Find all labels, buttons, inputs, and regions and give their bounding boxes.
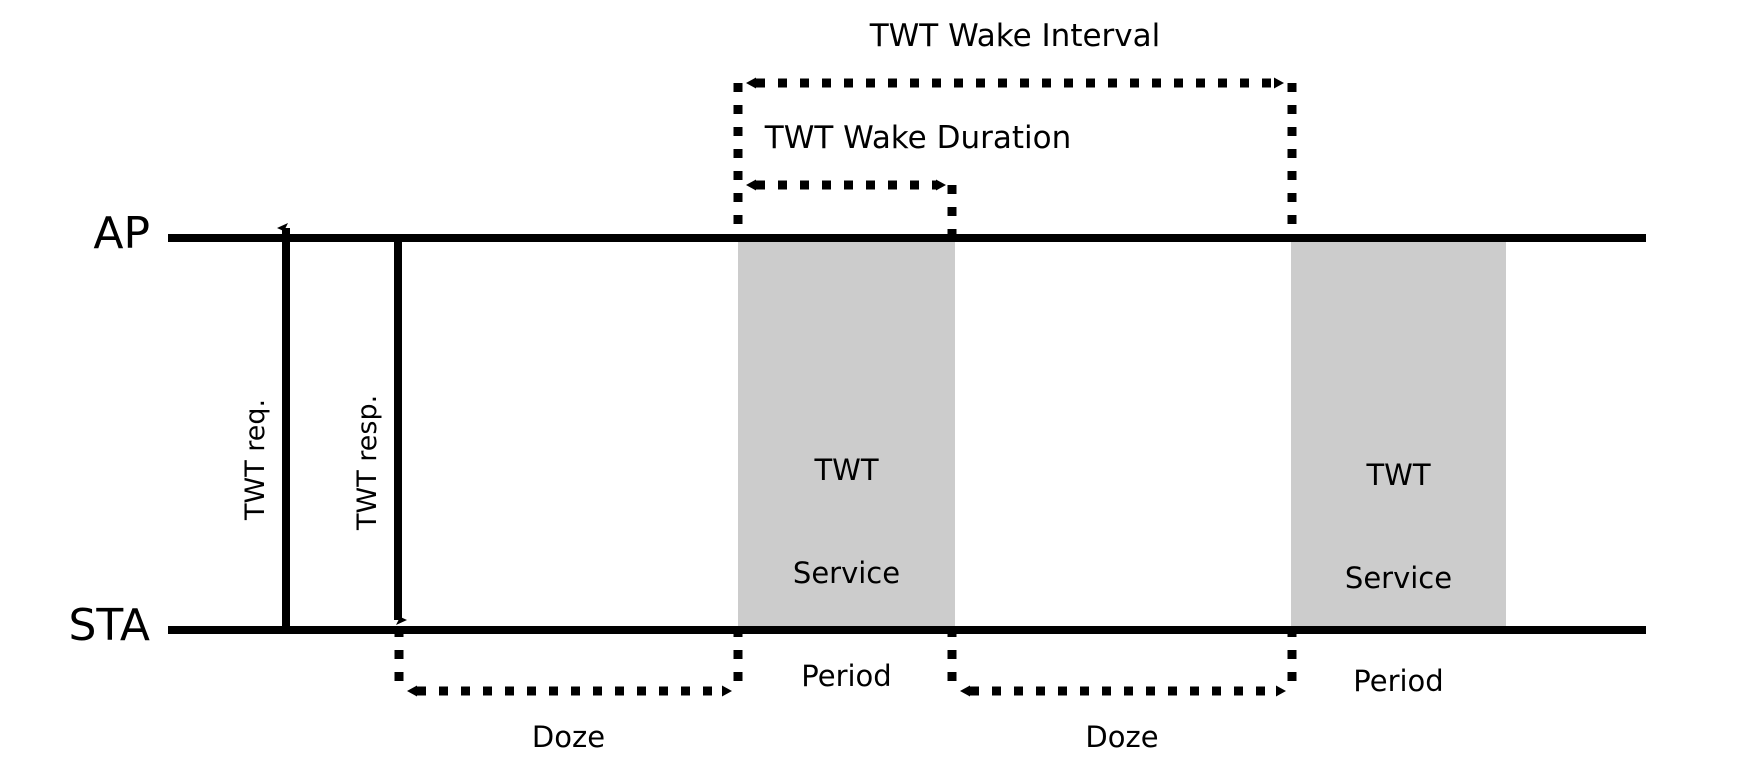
- twt-wake-duration-label: TWT Wake Duration: [764, 120, 1072, 156]
- doze-1-label: Doze: [531, 720, 606, 754]
- service-period-2-label: TWT Service Period: [1291, 390, 1506, 766]
- service-period-1-line-1: TWT: [814, 453, 879, 488]
- doze-1-bracket: [394, 628, 743, 697]
- lane-label-sta: STA: [68, 600, 151, 651]
- service-period-1-line-2: Service: [792, 556, 901, 591]
- service-period-2-line-2: Service: [1344, 561, 1453, 596]
- twt-wake-interval-bracket: [733, 77, 1297, 241]
- lane-label-ap: AP: [93, 208, 150, 259]
- service-period-2-line-1: TWT: [1366, 458, 1431, 493]
- service-period-2-line-3: Period: [1353, 663, 1444, 698]
- doze-2-label: Doze: [1085, 720, 1159, 754]
- service-period-shading: [738, 241, 1506, 633]
- twt-request-label: TWT req.: [240, 398, 271, 520]
- twt-response-label: TWT resp.: [352, 394, 383, 530]
- service-period-1-shading: [738, 241, 955, 633]
- doze-2-bracket: [947, 628, 1297, 697]
- twt-wake-interval-label: TWT Wake Interval: [869, 18, 1161, 54]
- twt-wake-duration-bracket: [746, 179, 957, 241]
- service-period-1-label: TWT Service Period: [738, 385, 955, 761]
- service-period-1-line-3: Period: [801, 658, 892, 693]
- service-period-2-shading: [1291, 241, 1506, 633]
